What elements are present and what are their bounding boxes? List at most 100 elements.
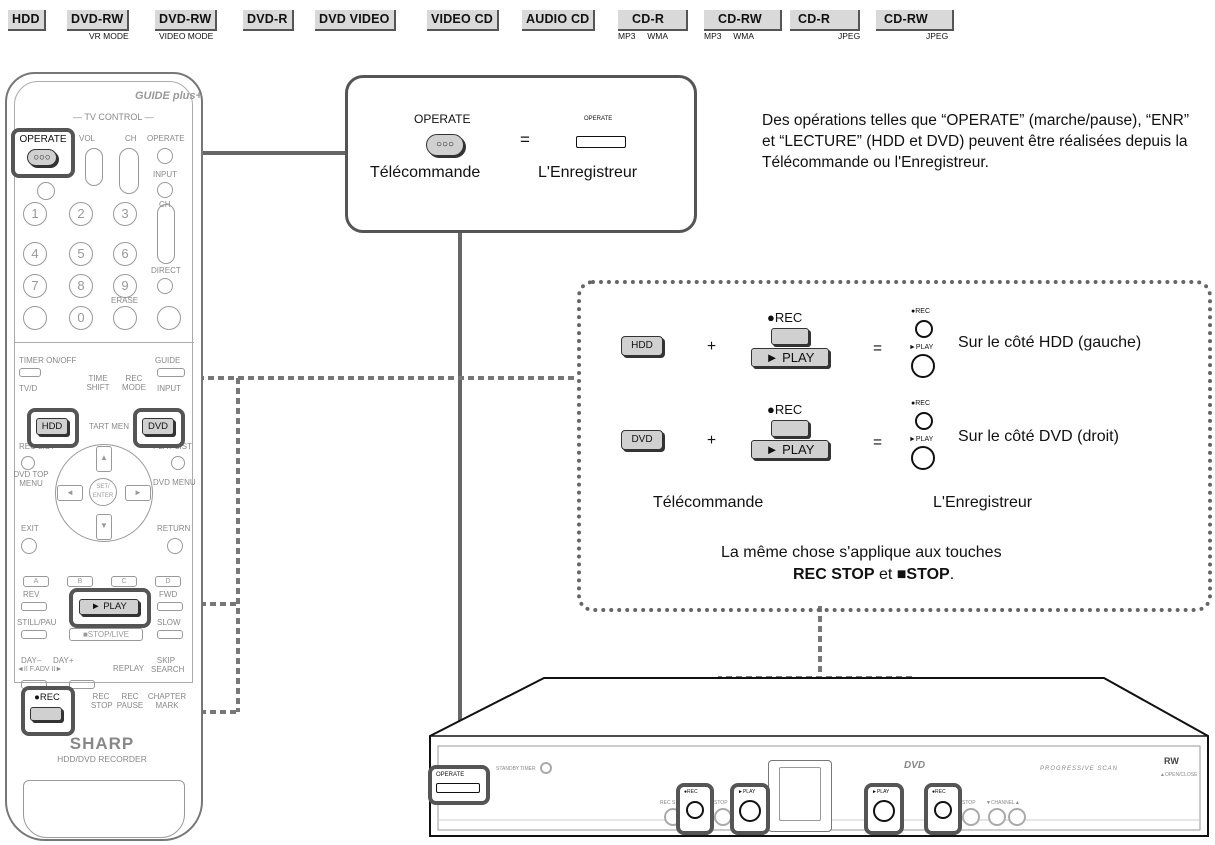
remote-vol-up-button[interactable]	[85, 148, 103, 186]
callout-recorder-key-label: OPERATE	[584, 116, 613, 122]
combo-hdd-key: HDD	[621, 336, 663, 356]
recorder-dvd-logo: DVD	[904, 760, 926, 771]
remote-rev-label: REV	[23, 590, 40, 599]
remote-operate-button[interactable]: ○○○	[27, 149, 57, 166]
remote-d-button[interactable]: D	[155, 576, 181, 587]
callout-equals: =	[520, 130, 530, 149]
remote-input-label: INPUT	[153, 170, 177, 179]
recorder-play-right-button[interactable]	[873, 800, 895, 822]
remote-info-button[interactable]	[157, 306, 181, 330]
remote-guide-button[interactable]	[157, 368, 185, 377]
remote-dpad-right[interactable]: ►	[125, 485, 151, 501]
remote-divider	[14, 342, 194, 343]
remote-digit-6[interactable]: 6	[113, 242, 137, 266]
remote-stoplive-button[interactable]: ■STOP/LIVE	[69, 628, 143, 641]
remote-erase-button[interactable]	[113, 306, 137, 330]
recorder-stop-right-button[interactable]	[962, 808, 980, 826]
remote-hdd-highlight: HDD	[27, 408, 79, 448]
recorder-timer-label: TIMER	[520, 766, 536, 772]
remote-digit-7[interactable]: 7	[23, 274, 47, 298]
remote-reclist-button[interactable]	[21, 456, 35, 470]
remote-battery-cover	[23, 780, 185, 838]
remote-digit-1[interactable]: 1	[23, 202, 47, 226]
remote-rec-button[interactable]	[30, 707, 62, 721]
recorder-rw-logo: RW	[1164, 756, 1179, 766]
combo-rec-ring-1	[915, 320, 933, 338]
recorder-rec-left-highlight: ●REC	[676, 783, 714, 835]
remote-digit-2[interactable]: 2	[69, 202, 93, 226]
remote-digit-9[interactable]: 9	[113, 274, 137, 298]
remote-tv-operate-button[interactable]	[157, 148, 173, 164]
tab-label: CD-RW	[876, 10, 954, 31]
remote-hdd-button[interactable]: HDD	[36, 418, 68, 435]
remote-timer-label: TIMER ON/OFF	[19, 356, 77, 365]
recorder-rec-right-label: ●REC	[932, 789, 946, 795]
callout-recorder-operate-key	[576, 136, 626, 148]
recorder-rec-right-button[interactable]	[934, 801, 952, 819]
recorder-stop-left-label: STOP	[714, 800, 728, 806]
combo-footer-et: et	[878, 566, 893, 583]
remote-plusminus-button[interactable]	[23, 306, 47, 330]
remote-dvd-highlight: DVD	[133, 408, 185, 448]
remote-ch-rocker[interactable]	[157, 204, 175, 264]
recorder-channel-up-button[interactable]	[1008, 808, 1026, 826]
remote-tv-control-label: — TV CONTROL —	[73, 112, 154, 122]
remote-dpad-down[interactable]: ▼	[96, 514, 112, 540]
remote-slow-button[interactable]	[157, 630, 183, 639]
recorder-play-left-button[interactable]	[739, 800, 761, 822]
recorder-operate-button[interactable]	[436, 783, 480, 793]
remote-direct-label: DIRECT	[151, 266, 181, 275]
recorder-display	[768, 760, 832, 832]
tab-sublabel: JPEG	[926, 31, 949, 41]
remote-b-button[interactable]: B	[67, 576, 93, 587]
combo-footer-bold2: ■STOP	[896, 566, 950, 583]
remote-fadv-label: ◄II F.ADV II►	[17, 666, 63, 673]
remote-day-plus-button[interactable]	[69, 680, 95, 689]
combo-col-remote: Télécommande	[653, 494, 764, 511]
remote-dpad-up[interactable]: ▲	[96, 446, 112, 472]
combo-small-rec-1: ●REC	[911, 308, 931, 315]
remote-guide-label: GUIDE	[155, 356, 181, 365]
remote-play-button[interactable]: ► PLAY	[79, 599, 139, 615]
remote-digit-4[interactable]: 4	[23, 242, 47, 266]
combo-plus-1: +	[707, 338, 717, 355]
recorder-operate-highlight: OPERATE	[428, 765, 490, 805]
recorder-play-right-label: ►PLAY	[872, 789, 890, 795]
recorder-channel-down-button[interactable]	[988, 808, 1006, 826]
remote-a-button[interactable]: A	[23, 576, 49, 587]
combo-rec-ring-2	[915, 412, 933, 430]
remote-c-button[interactable]: C	[111, 576, 137, 587]
remote-direct-button[interactable]	[157, 278, 173, 294]
remote-playlist-button[interactable]	[171, 456, 185, 470]
remote-eject-button[interactable]	[37, 182, 55, 200]
recorder-play-left-label: ►PLAY	[738, 789, 756, 795]
remote-input-button[interactable]	[157, 182, 173, 198]
remote-d-label: D	[165, 578, 171, 585]
remote-dayminus-label: DAY–	[21, 656, 42, 665]
remote-rec-highlight: ●REC	[21, 686, 75, 736]
recorder-rec-left-button[interactable]	[686, 801, 704, 819]
remote-dpad-left[interactable]: ◄	[57, 485, 83, 501]
recorder-play-right-highlight: ►PLAY	[864, 783, 904, 835]
remote-digit-0[interactable]: 0	[69, 306, 93, 330]
callout-remote-caption: Télécommande	[370, 164, 481, 181]
remote-skipsearch-label: SKIP SEARCH	[151, 656, 185, 674]
remote-digit-3[interactable]: 3	[113, 202, 137, 226]
tab-label: DVD-R	[243, 10, 294, 31]
remote-operate-label: OPERATE	[19, 134, 67, 145]
remote-exit-button[interactable]	[21, 538, 37, 554]
remote-timer-button[interactable]	[19, 368, 41, 377]
remote-dvd-button[interactable]: DVD	[142, 418, 174, 435]
remote-input2-label: INPUT	[157, 384, 181, 393]
remote-digit-8[interactable]: 8	[69, 274, 93, 298]
remote-digit-5[interactable]: 5	[69, 242, 93, 266]
remote-set-enter-button[interactable]: SET/ ENTER	[89, 478, 117, 506]
remote-still-button[interactable]	[21, 630, 47, 639]
remote-recpause-label: REC PAUSE	[116, 692, 144, 710]
remote-dvdmenu-label: DVD MENU	[153, 478, 196, 487]
remote-return-button[interactable]	[167, 538, 183, 554]
remote-fwd-button[interactable]	[157, 602, 183, 611]
remote-rev-button[interactable]	[21, 602, 47, 611]
remote-b-label: B	[77, 578, 83, 585]
remote-ch-button[interactable]	[119, 148, 139, 194]
